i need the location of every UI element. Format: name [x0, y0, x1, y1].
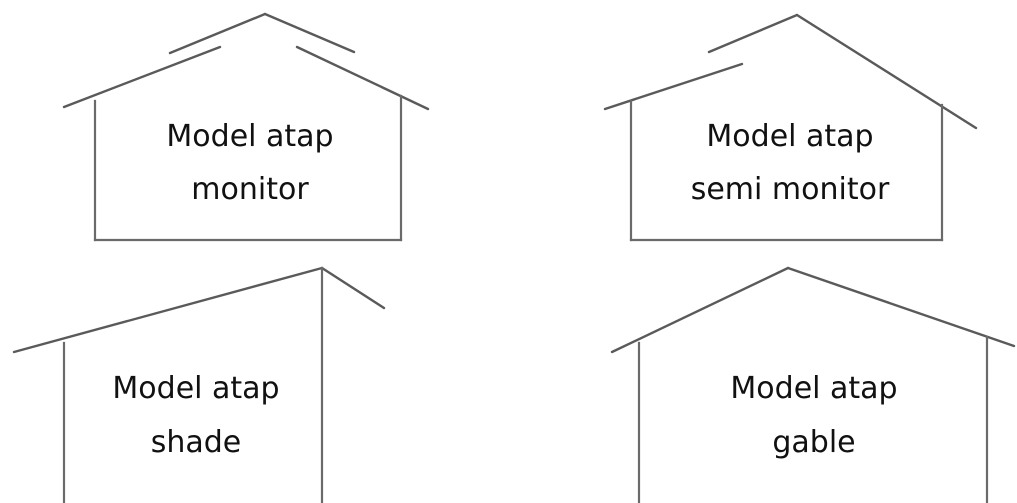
semi-monitor-roof-right: [795, 13, 978, 130]
house-label-semi-monitor-line2: semi monitor: [691, 172, 890, 207]
house-label-shade-line1: Model atap: [112, 371, 279, 406]
roof-shade: [12, 266, 386, 354]
house-label-monitor-line2: monitor: [191, 172, 309, 207]
shade-roof-overhang: [320, 266, 386, 310]
roof-semi-monitor: [603, 13, 978, 130]
walls-semi-monitor: [629, 99, 944, 242]
monitor-lower-roof-left: [62, 45, 222, 109]
house-shade: Model atap shade: [12, 266, 386, 503]
walls-shade: [62, 266, 324, 503]
house-semi-monitor: Model atap semi monitor: [603, 13, 978, 242]
gable-roof-right: [786, 266, 1016, 348]
house-monitor: Model atap monitor: [62, 12, 430, 242]
semi-monitor-roof-left-lower: [603, 62, 744, 111]
house-label-shade-line2: shade: [151, 425, 242, 460]
shade-roof-main: [12, 266, 324, 354]
monitor-upper-roof-right: [263, 12, 356, 54]
gable-roof-left: [610, 266, 790, 354]
house-label-monitor-line1: Model atap: [166, 119, 333, 154]
semi-monitor-roof-left-upper: [707, 13, 799, 54]
walls-gable: [637, 335, 989, 503]
roof-monitor: [62, 12, 430, 111]
monitor-lower-roof-right: [295, 45, 430, 111]
house-label-gable-line2: gable: [772, 425, 855, 460]
house-gable: Model atap gable: [610, 266, 1016, 503]
house-label-gable-line1: Model atap: [730, 371, 897, 406]
walls-monitor: [93, 94, 403, 242]
roof-gable: [610, 266, 1016, 354]
house-label-semi-monitor-line1: Model atap: [706, 119, 873, 154]
monitor-upper-roof-left: [168, 12, 267, 55]
